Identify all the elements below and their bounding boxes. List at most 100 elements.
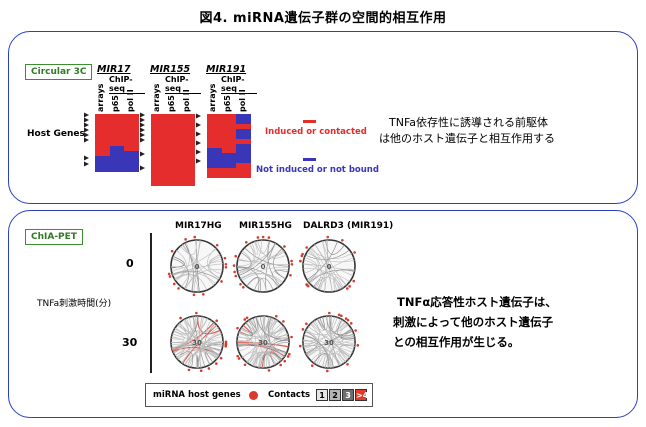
heatmap-cell: [95, 124, 111, 131]
heatmap-cell: [180, 133, 196, 139]
chia-pet-circle: 30: [170, 311, 228, 372]
heatmap-cell: [151, 114, 167, 120]
host-gene-dot: [170, 249, 174, 253]
heatmap-cell: [151, 166, 167, 173]
contact-arc: [335, 318, 348, 332]
legend-host-genes-label: miRNA host genes: [153, 390, 241, 400]
heatmap-cell: [236, 173, 252, 179]
contact-arc: [339, 348, 353, 358]
heatmap-cell: [95, 150, 111, 157]
heatmap-mir191: [207, 114, 252, 179]
contacts-legend: miRNA host genes Contacts 1 2 3 >4: [145, 383, 373, 407]
host-gene-dot: [224, 262, 228, 266]
contact-arc: [307, 273, 350, 283]
heatmap-cell: [165, 181, 181, 187]
contact-arc: [303, 316, 336, 349]
heatmap-cell: [236, 118, 252, 125]
host-gene-dot: [352, 279, 356, 283]
arrow-marker-icon: [140, 112, 145, 118]
heatmap-cell: [165, 114, 181, 120]
heatmap-cell: [124, 119, 140, 126]
heatmap-cell: [165, 166, 181, 173]
heatmap-cell: [180, 118, 196, 125]
heatmap-cell: [124, 156, 140, 162]
contact-arc: [270, 349, 287, 366]
host-gene-dot: [283, 359, 287, 363]
host-gene-dot: [356, 344, 360, 347]
heatmap-cell: [221, 158, 237, 164]
host-gene-dot: [346, 318, 350, 322]
heatmap-cell: [109, 145, 125, 152]
contact-arc: [236, 243, 255, 267]
heatmap-cell: [207, 118, 223, 125]
host-gene-dot: [243, 363, 247, 367]
host-gene-dot: [239, 282, 242, 286]
host-gene-dot: [215, 319, 218, 323]
contact-arc: [325, 335, 355, 368]
legend-blue-label: Not induced or not bound: [256, 165, 379, 175]
contact-arc: [326, 316, 349, 360]
contact-arc: [184, 318, 218, 333]
contact-arc: [174, 322, 215, 356]
contact-arc: [268, 317, 278, 331]
heatmap-cell: [180, 162, 196, 168]
host-gene-dot: [301, 328, 305, 331]
contact-level-3: 3: [342, 389, 354, 401]
host-gene-dot: [346, 363, 349, 366]
heatmap-cell: [165, 152, 181, 158]
contact-arc: [310, 323, 352, 357]
contact-arc: [272, 269, 289, 288]
host-gene-dot: [187, 368, 191, 372]
contact-arc: [193, 316, 206, 367]
chip-seq-label: ChIP-seq: [109, 75, 145, 94]
heatmap-cell: [207, 138, 223, 145]
contact-arc: [331, 316, 354, 350]
host-gene-dot: [241, 285, 245, 289]
arrow-marker-icon: [140, 137, 145, 143]
contact-arc: [324, 339, 355, 368]
host-gene-dot: [289, 273, 292, 277]
arrow-marker-icon: [196, 113, 201, 119]
heatmap-cell: [221, 133, 237, 140]
contact-arc: [306, 329, 321, 364]
host-gene-dot: [345, 287, 349, 290]
heatmap-cell: [236, 114, 252, 120]
heatmap-cell: [151, 152, 167, 158]
host-gene-dot: [341, 238, 344, 242]
contact-arc: [171, 256, 185, 269]
chia-pet-panel: ChIA-PET MIR17HG MIR155HG DALRD3 (MIR191…: [8, 210, 638, 418]
host-gene-dot-icon: [249, 391, 258, 400]
contact-arc: [303, 259, 326, 292]
contact-arc: [257, 240, 287, 259]
contact-arc: [316, 316, 326, 331]
top-description-line1: TNFa依存性に誘導される前駆体: [389, 116, 549, 129]
contact-arc: [238, 326, 285, 337]
contact-arc: [237, 327, 286, 339]
heatmap-cell: [151, 176, 167, 182]
heatmap-cell: [221, 138, 237, 145]
chia-pet-tag: ChIA-PET: [25, 229, 83, 245]
contact-arc: [176, 322, 188, 358]
heatmap-cell: [109, 129, 125, 136]
chia-pet-circle: 0: [167, 235, 228, 297]
contact-arc: [172, 316, 199, 350]
contact-arc: [314, 276, 341, 290]
contact-arc: [173, 317, 192, 354]
contact-arc: [177, 327, 219, 360]
heatmap-cell: [124, 140, 140, 147]
contact-arc: [184, 242, 194, 292]
arrow-marker-icon: [140, 165, 145, 171]
plot-title-mir155hg: MIR155HG: [239, 221, 292, 231]
contact-arc: [271, 319, 289, 337]
contact-arc: [308, 269, 355, 283]
legend-red-swatch: [303, 120, 316, 123]
host-gene-dot: [236, 326, 239, 330]
circle-center-label: 30: [192, 339, 202, 347]
contact-arc: [330, 316, 338, 330]
contact-arc: [185, 269, 223, 290]
heatmap-cell: [95, 145, 111, 152]
arrow-marker-icon: [196, 158, 201, 164]
heatmap-cell: [236, 158, 252, 164]
contact-arc: [248, 351, 284, 365]
heatmap-cell: [109, 135, 125, 141]
